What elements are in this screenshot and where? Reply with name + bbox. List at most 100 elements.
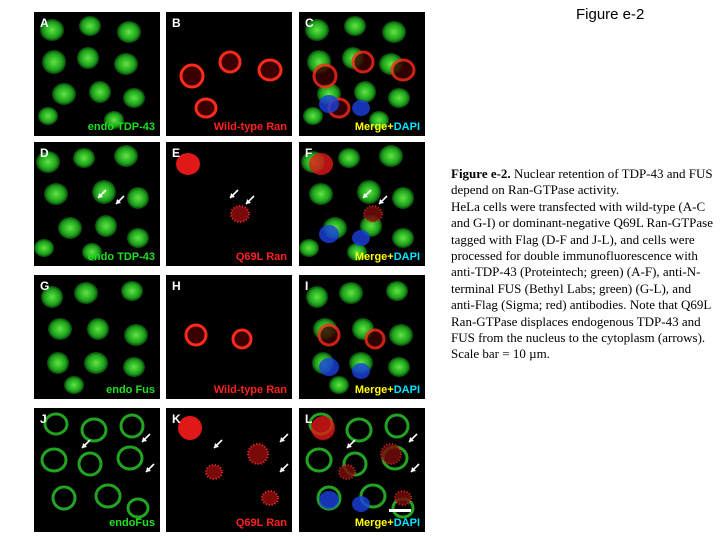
cell-nucleus [388,357,410,377]
panel-i: I Merge+DAPI [299,275,425,399]
cell-nucleus [303,107,323,125]
red-cell [311,416,335,440]
cell-nucleus [51,485,77,511]
dapi-nucleus [352,100,370,116]
arrow-icon [81,439,91,449]
cell-nucleus [344,16,366,36]
cell-nucleus [94,483,122,509]
cell-nucleus [382,21,406,43]
panel-caption: endo TDP-43 [87,251,155,263]
cell-nucleus [305,19,329,41]
legend-title: Figure e-2. [451,166,511,181]
micrograph-image [299,145,414,261]
panel-l: L Merge+DAPI [299,408,425,532]
red-cell [351,50,375,74]
cell-nucleus [384,413,410,439]
arrow-icon [279,433,289,443]
cell-nucleus [84,352,108,374]
red-cell [394,490,412,506]
cell-nucleus [338,148,360,168]
cell-nucleus [117,21,141,43]
panel-letter: L [305,412,313,426]
red-cell [363,205,383,223]
cell-nucleus [392,187,414,209]
cell-nucleus [347,243,367,261]
dapi-nucleus [352,230,370,246]
panel-letter: J [40,412,47,426]
cell-nucleus [305,447,333,473]
panel-a: A endo TDP-43 [34,12,160,136]
cell-nucleus [392,228,414,248]
cell-nucleus [309,183,333,205]
arrow-icon [362,189,372,199]
panel-caption: Merge+DAPI [354,517,420,529]
cell-nucleus [127,228,149,248]
arrow-icon [115,195,125,205]
micrograph-image [306,281,413,394]
arrow-icon [229,189,239,199]
red-cell [364,328,386,350]
cell-nucleus [127,187,149,209]
panel-letter: F [305,146,313,160]
cell-nucleus [74,282,98,304]
legend-title-rest: Nuclear retention of TDP-43 and FUS depe… [451,166,713,198]
red-cell [205,464,223,480]
red-cell [317,323,341,347]
panel-letter: A [40,16,49,30]
cell-nucleus [89,81,111,103]
panel-caption: Q69L Ran [235,517,287,529]
cell-nucleus [64,376,84,394]
panel-caption: Q69L Ran [235,251,287,263]
cell-nucleus [126,497,150,519]
red-cell [390,58,416,82]
scale-bar [389,509,411,512]
cell-nucleus [388,88,410,108]
cell-nucleus [329,376,349,394]
cell-nucleus [379,145,403,167]
panel-letter: B [172,16,181,30]
arrow-icon [410,463,420,473]
red-cell [218,50,242,74]
red-cell [176,153,200,175]
dapi-nucleus [319,491,339,509]
panel-e: E Q69L Ran [166,142,292,266]
figure-legend: Figure e-2. Nuclear retention of TDP-43 … [451,166,713,363]
cell-nucleus [44,183,68,205]
arrow-icon [346,439,356,449]
cell-nucleus [123,357,145,377]
micrograph-image [40,412,155,519]
cell-nucleus [40,19,64,41]
cell-nucleus [38,107,58,125]
micrograph-image [184,323,253,350]
cell-nucleus [34,239,54,257]
cell-nucleus [80,417,108,443]
cell-nucleus [386,281,408,301]
panel-c: C Merge+DAPI [299,12,425,136]
panel-caption: Merge+DAPI [354,384,420,396]
red-cell [380,443,402,465]
cell-nucleus [306,286,328,308]
dapi-nucleus [352,363,370,379]
panel-h: H Wild-type Ran [166,275,292,399]
red-cell [261,490,279,506]
cell-nucleus [339,282,363,304]
panel-letter: C [305,16,314,30]
cell-nucleus [114,145,138,167]
cell-nucleus [42,50,66,74]
cell-nucleus [36,151,60,173]
panel-letter: D [40,146,49,160]
cell-nucleus [345,417,373,443]
arrow-icon [279,463,289,473]
panel-caption: endo TDP-43 [87,121,155,133]
cell-nucleus [41,286,63,308]
cell-nucleus [389,324,413,346]
cell-nucleus [52,83,76,105]
legend-body: HeLa cells were transfected with wild-ty… [451,198,713,362]
cell-nucleus [369,111,389,129]
cell-nucleus [119,413,145,439]
dapi-nucleus [319,358,339,376]
panel-letter: E [172,146,181,160]
panel-caption: endoFus [109,517,155,529]
cell-nucleus [48,318,72,340]
panel-d: D endo TDP-43 [34,142,160,266]
